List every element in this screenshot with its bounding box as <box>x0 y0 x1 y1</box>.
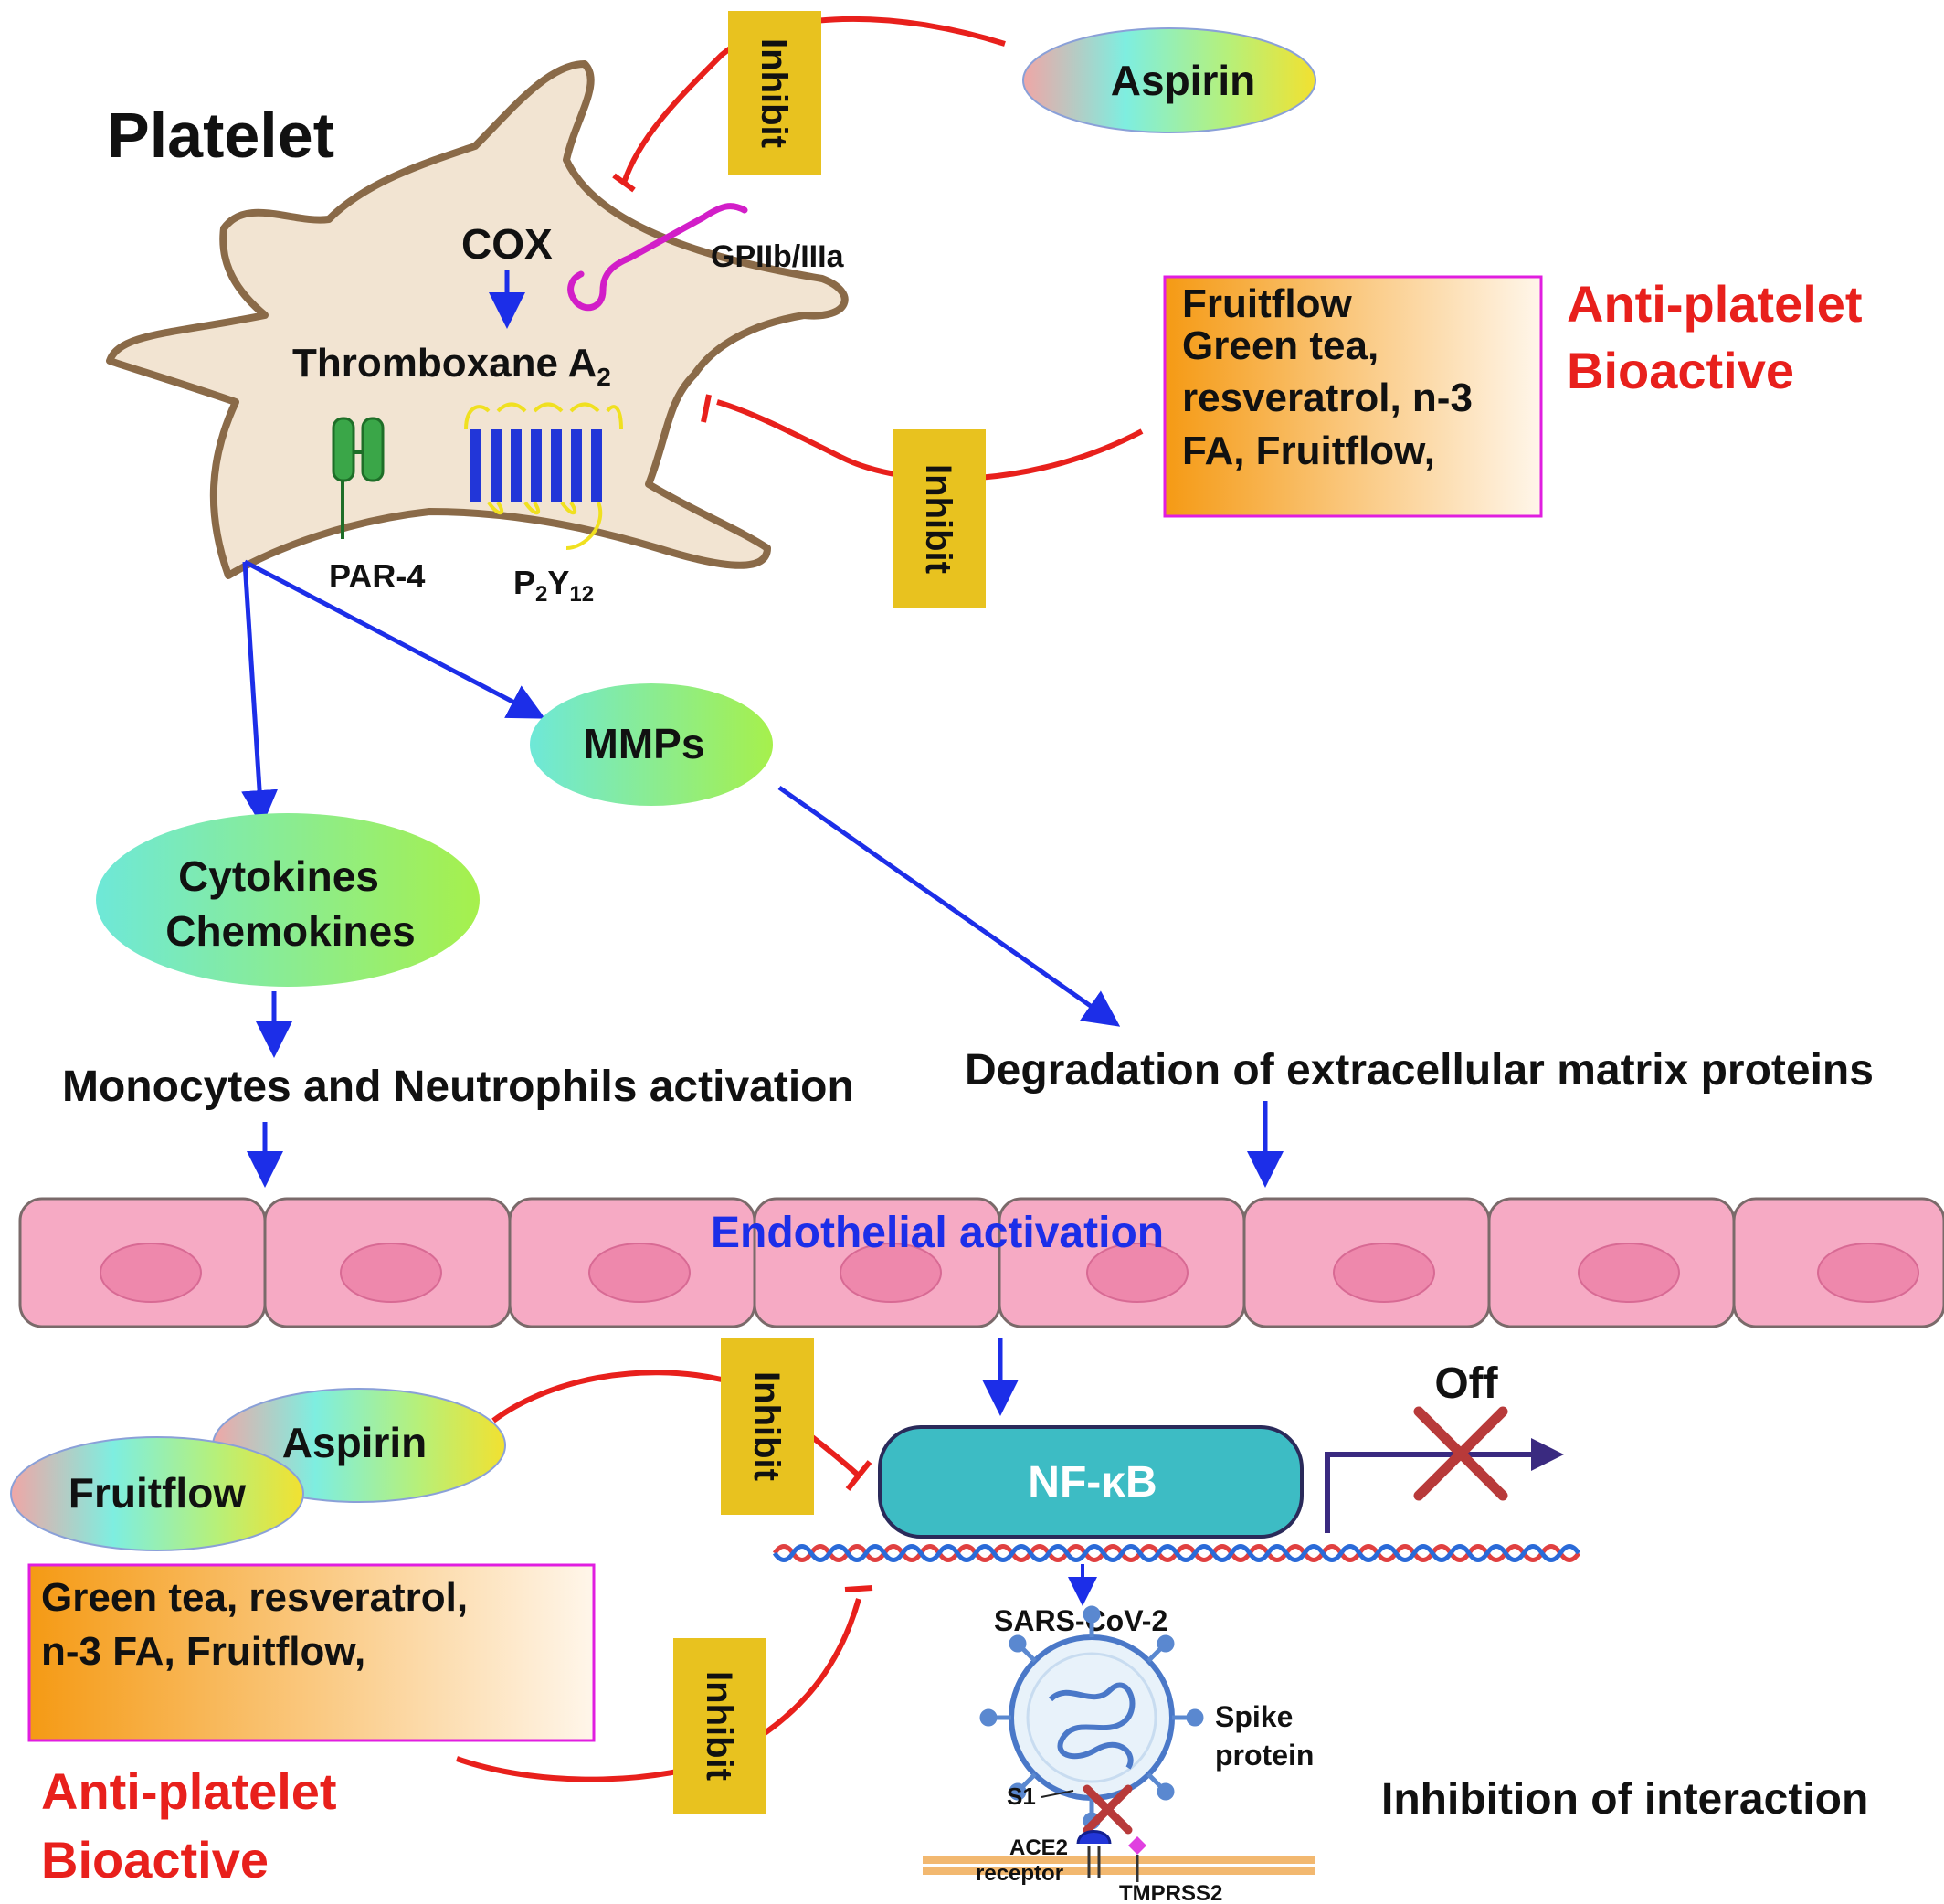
degradation-text: Degradation of extracellular matrix prot… <box>965 1046 1874 1095</box>
svg-text:Inhibit: Inhibit <box>699 1671 739 1781</box>
inhibit-badge-right: Inhibit <box>893 429 986 608</box>
platelet-title: Platelet <box>107 100 334 171</box>
bioactive-bottom-line-2: n-3 FA, Fruitflow, <box>41 1629 365 1674</box>
ace2-label-line-2: receptor <box>976 1861 1063 1886</box>
tmprss2-icon <box>1128 1836 1146 1882</box>
inhibit-badge-bottom-1: Inhibit <box>721 1338 814 1515</box>
fruitflow-label: Fruitflow <box>69 1469 246 1517</box>
off-label: Off <box>1434 1359 1498 1408</box>
p2y12-label: P2Y12 <box>513 564 594 607</box>
mmps-oval <box>530 683 773 806</box>
svg-text:Inhibit: Inhibit <box>754 38 794 148</box>
inhibit-badge-bottom-2: Inhibit <box>673 1638 766 1814</box>
aspirin-nfkb-inhibit-line <box>491 1370 861 1478</box>
bioactive-top-line-2: Green tea, <box>1182 323 1379 368</box>
aspirin-bottom-label: Aspirin <box>282 1419 427 1466</box>
cox-label: COX <box>461 220 553 268</box>
gpiib-iiia-receptor <box>567 203 748 312</box>
cell-membrane <box>923 1856 1315 1875</box>
platelet-to-cytokines-arrow <box>241 561 279 827</box>
aspirin-nfkb-inhibit-bar <box>845 1460 872 1491</box>
svg-text:Inhibit: Inhibit <box>746 1371 787 1481</box>
cytokines-label: Cytokines <box>178 852 379 900</box>
anti-platelet-bottom-line-2: Bioactive <box>41 1831 269 1888</box>
aspirin-top-label: Aspirin <box>1111 57 1255 104</box>
cytokines-oval <box>96 813 480 987</box>
ace2-label-line-1: ACE2 <box>1009 1835 1068 1860</box>
bioactive-top-line-4: FA, Fruitflow, <box>1182 428 1435 473</box>
inhibit-badge-top: Inhibit <box>728 11 821 175</box>
platelet-to-mmps-arrow <box>243 559 545 719</box>
tmprss2-label: TMPRSS2 <box>1119 1881 1222 1904</box>
nfkb-box <box>878 1425 1304 1539</box>
anti-platelet-top-line-2: Bioactive <box>1567 342 1794 399</box>
mmps-to-degradation-arrow <box>777 785 1121 1027</box>
anti-platelet-bottom-line-1: Anti-platelet <box>41 1762 337 1820</box>
s1-pointer <box>1041 1790 1074 1798</box>
spike-protein-line-2: protein <box>1215 1739 1314 1772</box>
nfkb-label: NF-κB <box>1028 1458 1157 1507</box>
gpiib-iiia-label: GPIIb/IIIa <box>711 239 845 274</box>
aspirin-inhibit-bar <box>612 173 636 193</box>
fruitflow-oval <box>10 1436 304 1551</box>
svg-text:Inhibit: Inhibit <box>918 464 958 574</box>
dna-strand <box>772 1544 1581 1562</box>
anti-platelet-top-line-1: Anti-platelet <box>1567 275 1863 333</box>
bioactive-top-line-3: resveratrol, n-3 <box>1182 376 1473 420</box>
monocytes-activation-text: Monocytes and Neutrophils activation <box>62 1063 854 1111</box>
spike-protein-line-1: Spike <box>1215 1700 1293 1733</box>
par4-receptor <box>332 417 385 539</box>
interaction-cross-icon <box>1083 1784 1133 1835</box>
bioactive-dna-inhibit-bar <box>844 1585 873 1592</box>
aspirin-top-oval <box>1022 27 1316 133</box>
endothelial-activation-text: Endothelial activation <box>711 1209 1164 1257</box>
transcription-arrow <box>1325 1438 1564 1533</box>
virus-icon <box>979 1605 1204 1830</box>
par4-label: PAR-4 <box>329 557 425 595</box>
chemokines-label: Chemokines <box>165 907 416 955</box>
platelet-cell <box>106 60 849 579</box>
off-cross-icon <box>1413 1406 1508 1501</box>
ace2-receptor-icon <box>1076 1830 1112 1878</box>
bioactive-inhibit-bar <box>701 394 712 423</box>
inhibition-of-interaction-text: Inhibition of interaction <box>1381 1775 1868 1824</box>
bioactive-inhibit-line <box>716 399 1144 482</box>
mmps-label: MMPs <box>584 720 705 767</box>
thromboxane-label: Thromboxane A2 <box>292 341 611 391</box>
bioactive-box-bottom <box>27 1563 596 1742</box>
s1-label: S1 <box>1007 1782 1036 1810</box>
sars-cov-2-label: SARS-CoV-2 <box>994 1604 1167 1637</box>
bioactive-top-line-1: Fruitflow <box>1182 281 1353 326</box>
p2y12-receptor <box>464 402 623 550</box>
bioactive-box-top <box>1163 275 1543 518</box>
bioactive-bottom-line-1: Green tea, resveratrol, <box>41 1575 468 1620</box>
endothelial-layer <box>18 1197 1944 1328</box>
